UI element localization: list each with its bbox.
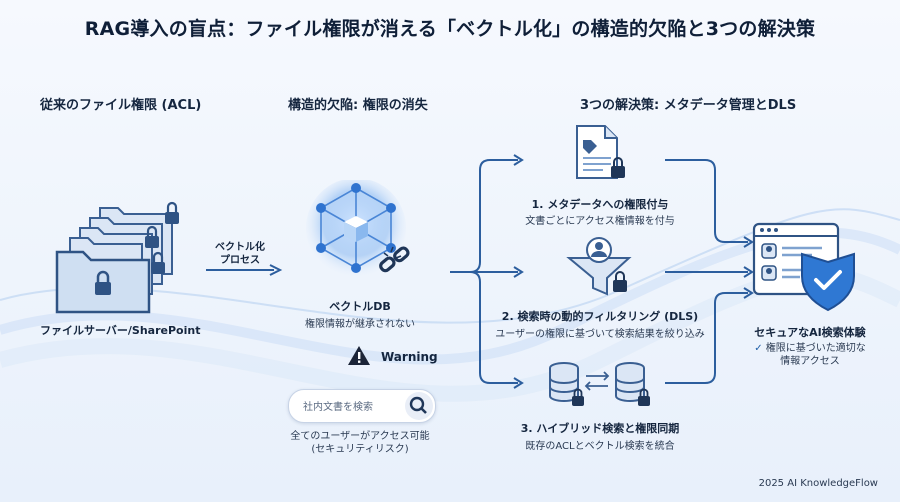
hybrid-sync-databases-icon — [549, 362, 650, 406]
solution-3-desc: 既存のACLとベクトル検索を統合 — [525, 441, 675, 452]
document-search-input[interactable] — [301, 397, 403, 417]
result-line-2: 情報アクセス — [780, 356, 840, 367]
search-icon — [409, 396, 427, 414]
solution-3-title: 3. ハイブリッド検索と権限同期 — [520, 422, 680, 435]
solution-1-title: 1. メタデータへの権限付与 — [531, 198, 669, 211]
solution-2-desc: ユーザーの権限に基づいて検索結果を絞り込み — [495, 329, 705, 340]
search-button[interactable] — [405, 392, 433, 420]
metadata-document-icon — [576, 125, 625, 179]
column-heading-solutions: 3つの解決策: メタデータ管理とDLS — [580, 98, 797, 113]
process-line-2: プロセス — [220, 255, 260, 266]
footer-credit: 2025 AI KnowledgeFlow — [758, 478, 878, 489]
vector-db-icon — [306, 180, 410, 278]
risk-line-2: (セキュリティリスク) — [311, 444, 409, 455]
result-description: ✓ 権限に基づいた適切な 情報アクセス — [735, 342, 885, 368]
process-arrow — [206, 264, 283, 276]
risk-line-1: 全てのユーザーがアクセス可能 — [290, 431, 430, 442]
secure-search-window-icon — [752, 222, 855, 312]
security-risk-note: 全てのユーザーがアクセス可能 (セキュリティリスク) — [270, 430, 450, 456]
result-line-1: 権限に基づいた適切な — [765, 343, 866, 354]
checkmark-icon: ✓ — [754, 343, 763, 354]
vector-db-label: ベクトルDB — [329, 300, 391, 313]
user-filter-funnel-icon — [566, 237, 632, 296]
locked-folders-icon — [55, 201, 179, 314]
file-server-caption: ファイルサーバー/SharePoint — [40, 324, 201, 337]
vector-db-sublabel: 権限情報が継承されない — [305, 319, 415, 330]
vectorize-process-label: ベクトル化 プロセス — [200, 241, 280, 267]
solution-2-title: 2. 検索時の動的フィルタリング (DLS) — [501, 310, 699, 323]
solution-1-desc: 文書ごとにアクセス権情報を付与 — [525, 216, 675, 227]
page-title: RAG導入の盲点：ファイル権限が消える「ベクトル化」の構造的欠陥と3つの解決策 — [84, 18, 816, 40]
result-title: セキュアなAI検索体験 — [754, 326, 866, 339]
warning-label: Warning — [381, 350, 438, 364]
column-heading-acl: 従来のファイル権限 (ACL) — [40, 98, 202, 113]
process-line-1: ベクトル化 — [215, 242, 265, 253]
document-search-box[interactable] — [288, 389, 436, 423]
warning-icon — [348, 346, 370, 365]
column-heading-defect: 構造的欠陥: 権限の消失 — [288, 98, 428, 113]
